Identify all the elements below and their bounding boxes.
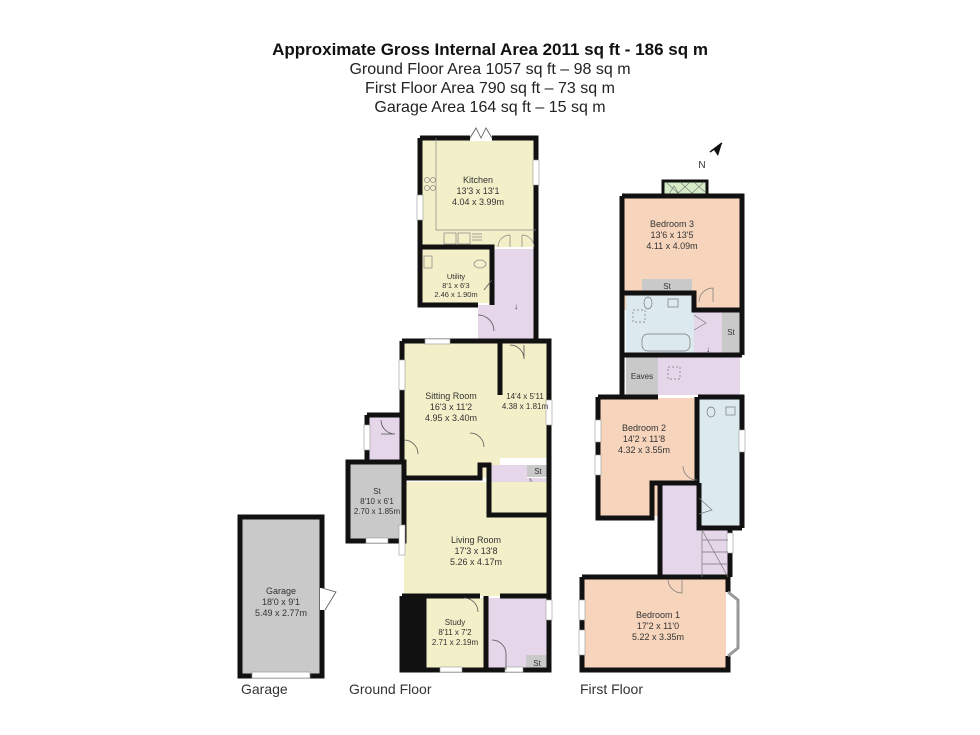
room-metric: 4.04 x 3.99m bbox=[452, 197, 504, 207]
kitchen-units bbox=[423, 138, 536, 269]
room-name: Bedroom 2 bbox=[622, 423, 666, 433]
living-room bbox=[404, 482, 549, 596]
room-metric: 5.26 x 4.17m bbox=[450, 557, 502, 567]
side-room bbox=[500, 343, 549, 458]
room-name: Bedroom 3 bbox=[650, 219, 694, 229]
gross-area-title: Approximate Gross Internal Area 2011 sq … bbox=[272, 40, 708, 59]
store-room bbox=[350, 464, 403, 539]
room-name: Utility bbox=[447, 272, 466, 281]
store-cupboard bbox=[527, 465, 549, 477]
bedroom-1 bbox=[584, 579, 726, 668]
sitting-room bbox=[404, 343, 500, 478]
bathroom-fittings bbox=[632, 185, 736, 594]
room-imperial: 13'6 x 13'5 bbox=[651, 230, 694, 240]
patio-door-icon bbox=[469, 127, 493, 139]
room-name: Study bbox=[445, 618, 465, 627]
first-hall bbox=[660, 483, 699, 577]
store-cupboard-2 bbox=[722, 310, 740, 355]
garage-area: Garage Area 164 sq ft – 15 sq m bbox=[374, 99, 606, 116]
room-imperial: 14'4 x 5'11 bbox=[506, 392, 544, 401]
room-metric: 2.70 x 1.85m bbox=[354, 507, 401, 516]
ground-walls bbox=[345, 135, 552, 673]
arrow-icon: ↓ bbox=[706, 345, 710, 354]
room-name: Kitchen bbox=[463, 175, 493, 185]
room-metric: 5.49 x 2.77m bbox=[255, 608, 307, 618]
room-name: Sitting Room bbox=[425, 391, 477, 401]
bay-window-icon bbox=[727, 590, 740, 658]
store-cupboard-front bbox=[526, 655, 548, 669]
garage-door-icon bbox=[251, 671, 311, 679]
room-metric: 2.71 x 2.19m bbox=[432, 638, 479, 647]
room-metric: 2.46 x 1.90m bbox=[434, 290, 477, 299]
north-label: N bbox=[698, 160, 705, 171]
rear-hall-lobby bbox=[478, 305, 536, 341]
room-imperial: 14'2 x 11'8 bbox=[623, 434, 665, 444]
door-swing-icon bbox=[380, 279, 525, 670]
garage-floor-label: Garage bbox=[241, 681, 288, 697]
room-name: St bbox=[373, 487, 381, 496]
room-metric: 4.38 x 1.81m bbox=[502, 402, 549, 411]
window-icon bbox=[578, 419, 746, 656]
ground-floor-plan: St St bbox=[345, 127, 553, 673]
room-imperial: 17'3 x 13'8 bbox=[455, 546, 498, 556]
room-metric: 5.22 x 3.35m bbox=[632, 632, 684, 642]
first-floor-plan: St St Eaves bbox=[578, 179, 746, 673]
room-name: Bedroom 1 bbox=[636, 610, 680, 620]
study-room bbox=[424, 598, 486, 670]
first-floor-label: First Floor bbox=[580, 681, 643, 697]
store-label: St bbox=[534, 467, 542, 476]
arrow-icon: ↓ bbox=[514, 302, 518, 311]
room-metric: 4.95 x 3.40m bbox=[425, 413, 477, 423]
ground-floor-label: Ground Floor bbox=[349, 681, 432, 697]
room-name: Garage bbox=[266, 586, 296, 596]
store-label: St bbox=[533, 659, 541, 668]
room-metric: 4.32 x 3.55m bbox=[618, 445, 670, 455]
store-label: St bbox=[663, 282, 671, 291]
store-label: St bbox=[727, 328, 735, 337]
room-imperial: 18'0 x 9'1 bbox=[262, 597, 300, 607]
north-compass-icon: N bbox=[698, 142, 723, 171]
room-imperial: 8'11 x 7'2 bbox=[438, 628, 472, 637]
side-lobby bbox=[369, 417, 404, 462]
shower-room bbox=[699, 398, 740, 526]
kitchen-room bbox=[420, 138, 536, 247]
ground-floor-area: Ground Floor Area 1057 sq ft – 98 sq m bbox=[349, 61, 631, 78]
room-imperial: 13'3 x 13'1 bbox=[457, 186, 500, 196]
room-metric: 4.11 x 4.09m bbox=[646, 241, 697, 251]
room-imperial: 8'1 x 6'3 bbox=[442, 281, 469, 290]
first-floor-area: First Floor Area 790 sq ft – 73 sq m bbox=[365, 80, 615, 97]
rear-hall bbox=[492, 249, 536, 305]
room-name: Living Room bbox=[451, 535, 501, 545]
room-imperial: 8'10 x 6'1 bbox=[360, 497, 394, 506]
room-imperial: 16'3 x 11'2 bbox=[430, 402, 472, 412]
eaves-label: Eaves bbox=[631, 372, 653, 381]
garage-plan: Garage 18'0 x 9'1 5.49 x 2.77m bbox=[237, 514, 337, 679]
landing bbox=[694, 310, 722, 355]
area-summary: Approximate Gross Internal Area 2011 sq … bbox=[0, 40, 980, 117]
room-imperial: 17'2 x 11'0 bbox=[637, 621, 679, 631]
store-cupboard bbox=[642, 279, 692, 293]
eaves bbox=[626, 357, 658, 395]
landing-2 bbox=[658, 357, 740, 395]
door-swing-icon bbox=[321, 587, 337, 611]
bathroom bbox=[626, 295, 694, 355]
window-icon bbox=[363, 159, 553, 673]
